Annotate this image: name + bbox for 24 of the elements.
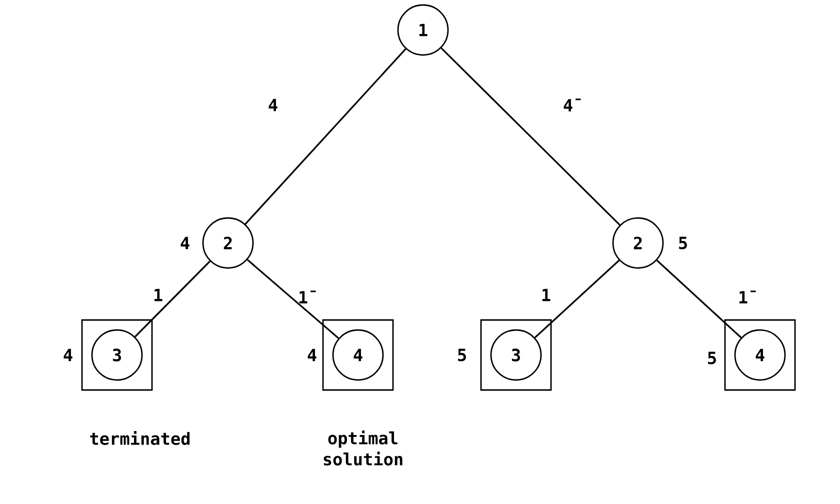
branch-line [656,260,742,338]
edge-label: 1 [154,288,162,302]
branch-line [246,259,340,339]
bound-value: 4 [308,348,316,362]
leaf-box [322,319,394,391]
leaf-box [724,319,796,391]
branch-line [534,260,620,338]
bound-value: 5 [458,348,466,362]
bound-value: 4 [64,348,72,362]
bound-value: 5 [679,236,687,250]
edge-label: 4 [268,98,278,112]
edge-label: 4̄ [564,98,581,112]
branch-line [440,48,620,226]
bound-value: 4 [180,236,190,250]
leaf-box [480,319,552,391]
leaf-box [81,319,153,391]
branch-line [134,260,210,338]
edge-label: 1̄ [739,290,756,304]
status-note: terminated [90,431,190,445]
edge-label: 1̄ [299,290,316,304]
edge-label: 1 [542,288,550,302]
branch-line [244,48,406,225]
bound-value: 5 [708,352,716,364]
status-note: optimal solution [324,430,402,466]
